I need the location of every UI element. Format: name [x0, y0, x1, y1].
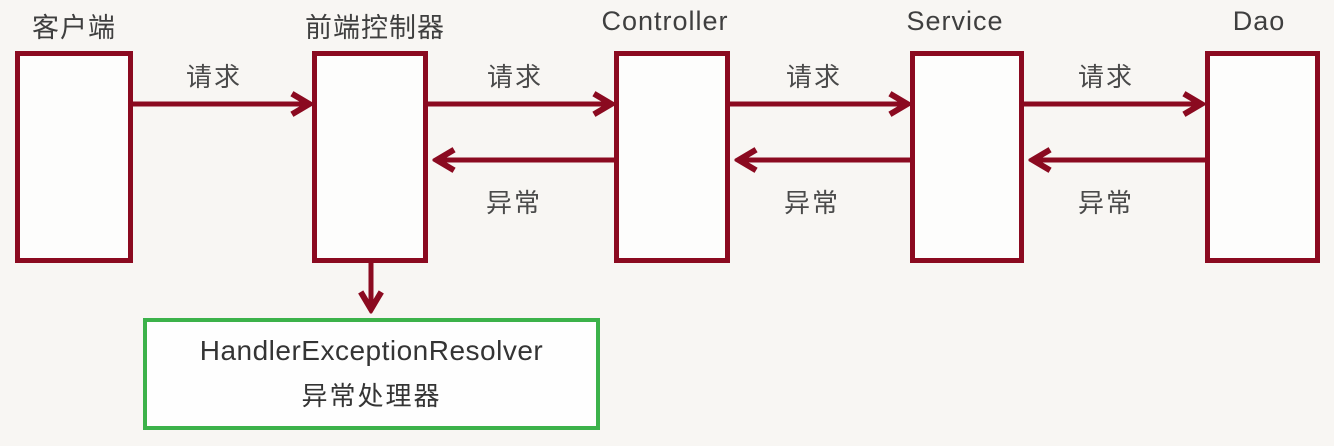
- resolver-class-name: HandlerExceptionResolver: [199, 335, 544, 366]
- edge-label-request-3: 请求: [785, 62, 843, 92]
- node-label-controller: Controller: [601, 6, 729, 36]
- node-label-front-controller: 前端控制器: [305, 13, 445, 43]
- node-label-client: 客户端: [32, 13, 116, 43]
- edge-label-request-4: 请求: [1077, 62, 1135, 92]
- node-box-controller: [614, 51, 730, 263]
- edge-label-request-2: 请求: [486, 62, 544, 92]
- edge-label-exception-3: 异常: [1077, 188, 1135, 218]
- handler-exception-resolver-box: HandlerExceptionResolver 异常处理器: [143, 318, 600, 430]
- edge-label-request-1: 请求: [185, 62, 243, 92]
- node-box-front-controller: [312, 51, 428, 263]
- node-box-dao: [1205, 51, 1320, 263]
- resolver-chinese-name: 异常处理器: [301, 381, 442, 411]
- edge-label-exception-1: 异常: [485, 188, 543, 218]
- node-label-dao: Dao: [1232, 6, 1286, 36]
- node-label-service: Service: [906, 6, 1004, 36]
- edge-label-exception-2: 异常: [783, 188, 841, 218]
- node-box-service: [910, 51, 1024, 263]
- node-box-client: [15, 51, 133, 263]
